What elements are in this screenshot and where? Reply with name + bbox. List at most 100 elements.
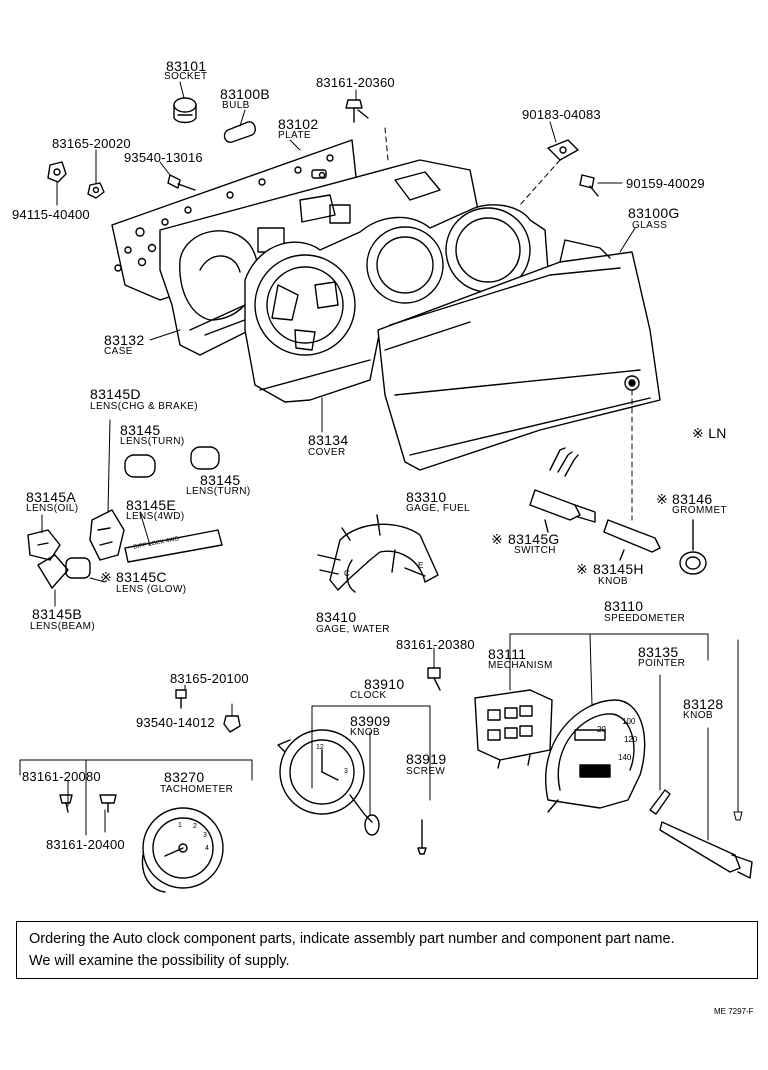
speedo-tick-6: 120 xyxy=(624,735,638,744)
tacho-tick-3: 3 xyxy=(203,832,207,839)
tachometer-drawing xyxy=(141,807,224,893)
label-83161-20080: 83161-20080 xyxy=(22,769,101,784)
bulb-drawing xyxy=(223,121,256,143)
label-83146-mark: ※ xyxy=(656,491,669,507)
label-83145-turn-2-name: LENS(TURN) xyxy=(186,486,251,497)
label-83145g-number: 83145G xyxy=(508,531,560,547)
label-83102-name: PLATE xyxy=(278,130,311,141)
ordering-note-line-1: Ordering the Auto clock component parts,… xyxy=(29,931,675,947)
label-83146-name: GROMMET xyxy=(672,505,728,516)
clock-leaders xyxy=(184,684,431,816)
speedo-leaders xyxy=(433,633,743,841)
label-83132-number: 83132 xyxy=(104,332,145,348)
nut-83165-20020-drawing xyxy=(87,182,105,199)
lens-oil-drawing xyxy=(27,529,61,561)
screw-93540-14012-drawing xyxy=(175,689,187,709)
label-83145h-number: 83145H xyxy=(593,561,644,577)
label-90159-40029: 90159-40029 xyxy=(626,176,705,191)
switch-drawing xyxy=(529,447,596,533)
label-83145a-name: LENS(OIL) xyxy=(26,503,79,514)
label-83145e-number: 83145E xyxy=(126,497,177,513)
gage-drawing xyxy=(317,514,439,593)
label-83165-20100: 83165-20100 xyxy=(170,671,249,686)
label-83146-number: 83146 xyxy=(672,491,713,507)
legend-ln: ※ LN xyxy=(692,425,727,441)
label-83910-number: 83910 xyxy=(364,676,405,692)
label-83102-number: 83102 xyxy=(278,116,319,132)
label-83161-20380: 83161-20380 xyxy=(396,637,475,652)
label-83100g-name: GLASS xyxy=(632,220,668,231)
lens-beam-drawing xyxy=(37,554,69,589)
diagram-code: ME 7297-F xyxy=(714,1007,754,1016)
label-83145-turn-1-number: 83145 xyxy=(120,422,161,438)
screw-83161-20360-drawing xyxy=(345,99,369,123)
bracket-90183-04083-drawing xyxy=(547,139,579,161)
label-83145g-name: SWITCH xyxy=(514,545,556,556)
socket-drawing xyxy=(173,97,197,124)
lens-chg-brake-drawing xyxy=(89,509,125,561)
gage-mark-e: E xyxy=(418,561,424,570)
cover-drawing xyxy=(244,204,549,403)
glass-drawing xyxy=(377,239,661,471)
label-83161-20400: 83161-20400 xyxy=(46,837,125,852)
label-83145c-mark: ※ xyxy=(100,569,113,585)
speedo-tick-5: 100 xyxy=(622,717,636,726)
label-83111-number: 83111 xyxy=(488,646,527,662)
mechanism-drawing xyxy=(474,689,553,769)
label-94115-40400: 94115-40400 xyxy=(12,207,90,222)
label-83128-number: 83128 xyxy=(683,696,724,712)
lens-4wd-drawing xyxy=(124,529,223,563)
label-83100b-number: 83100B xyxy=(220,86,271,102)
ordering-note-box: Ordering the Auto clock component parts,… xyxy=(16,921,758,979)
nut-94115-40400-drawing xyxy=(47,161,67,183)
speedometer-drawing xyxy=(545,699,646,813)
label-83270-name: TACHOMETER xyxy=(160,784,234,795)
screws-tacho xyxy=(59,794,117,813)
label-83135-name: POINTER xyxy=(638,658,686,669)
clock-tick-3: 3 xyxy=(344,768,348,775)
speedo-tick-7: 140 xyxy=(618,753,632,762)
switch-knob-drawing xyxy=(603,519,661,561)
label-83100b-name: BULB xyxy=(222,100,250,111)
grommet-drawing xyxy=(679,519,707,575)
label-83145d-number: 83145D xyxy=(90,386,141,402)
label-90183-04083: 90183-04083 xyxy=(522,107,601,122)
label-83919-name: SCREW xyxy=(406,766,446,777)
pointer-drawing xyxy=(649,789,671,815)
screw-83161-20380-drawing xyxy=(427,667,441,691)
tacho-tick-2: 2 xyxy=(193,823,197,830)
label-83410-name: GAGE, WATER xyxy=(316,624,390,635)
tacho-bracket xyxy=(19,759,253,836)
clock-tick-12: 12 xyxy=(316,744,324,751)
label-83145b-number: 83145B xyxy=(32,606,83,622)
label-83919-number: 83919 xyxy=(406,751,447,767)
label-83145h-name: KNOB xyxy=(598,576,628,587)
leader-lines xyxy=(56,81,636,521)
label-83310-number: 83310 xyxy=(406,489,447,505)
speedo-tick-1: 20 xyxy=(597,725,606,734)
lens-leaders xyxy=(41,419,151,607)
screw-90159-40029-drawing xyxy=(579,174,599,197)
label-83909-number: 83909 xyxy=(350,713,391,729)
label-83910-name: CLOCK xyxy=(350,690,387,701)
lens-turn-drawing xyxy=(124,446,220,478)
label-83145g-mark: ※ xyxy=(491,531,504,547)
label-83111-name: MECHANISM xyxy=(488,660,553,671)
label-83145h-mark: ※ xyxy=(576,561,589,577)
lens-glow-drawing xyxy=(65,557,91,579)
gage-mark-c: C xyxy=(344,569,350,578)
label-83161-20360: 83161-20360 xyxy=(316,75,395,90)
label-83145-turn-2-number: 83145 xyxy=(200,472,241,488)
label-83110-number: 83110 xyxy=(604,598,644,614)
label-93540-13016: 93540-13016 xyxy=(124,150,203,165)
clock-drawing xyxy=(277,729,427,855)
label-83101-number: 83101 xyxy=(166,58,207,74)
label-83145c-name: LENS (GLOW) xyxy=(116,584,187,595)
label-83310-name: GAGE, FUEL xyxy=(406,503,471,514)
nut-83165-20100-drawing xyxy=(223,715,241,733)
label-83165-20020: 83165-20020 xyxy=(52,136,131,151)
label-83145b-name: LENS(BEAM) xyxy=(30,621,96,632)
tacho-tick-4: 4 xyxy=(205,845,209,852)
label-83410-number: 83410 xyxy=(316,609,357,625)
